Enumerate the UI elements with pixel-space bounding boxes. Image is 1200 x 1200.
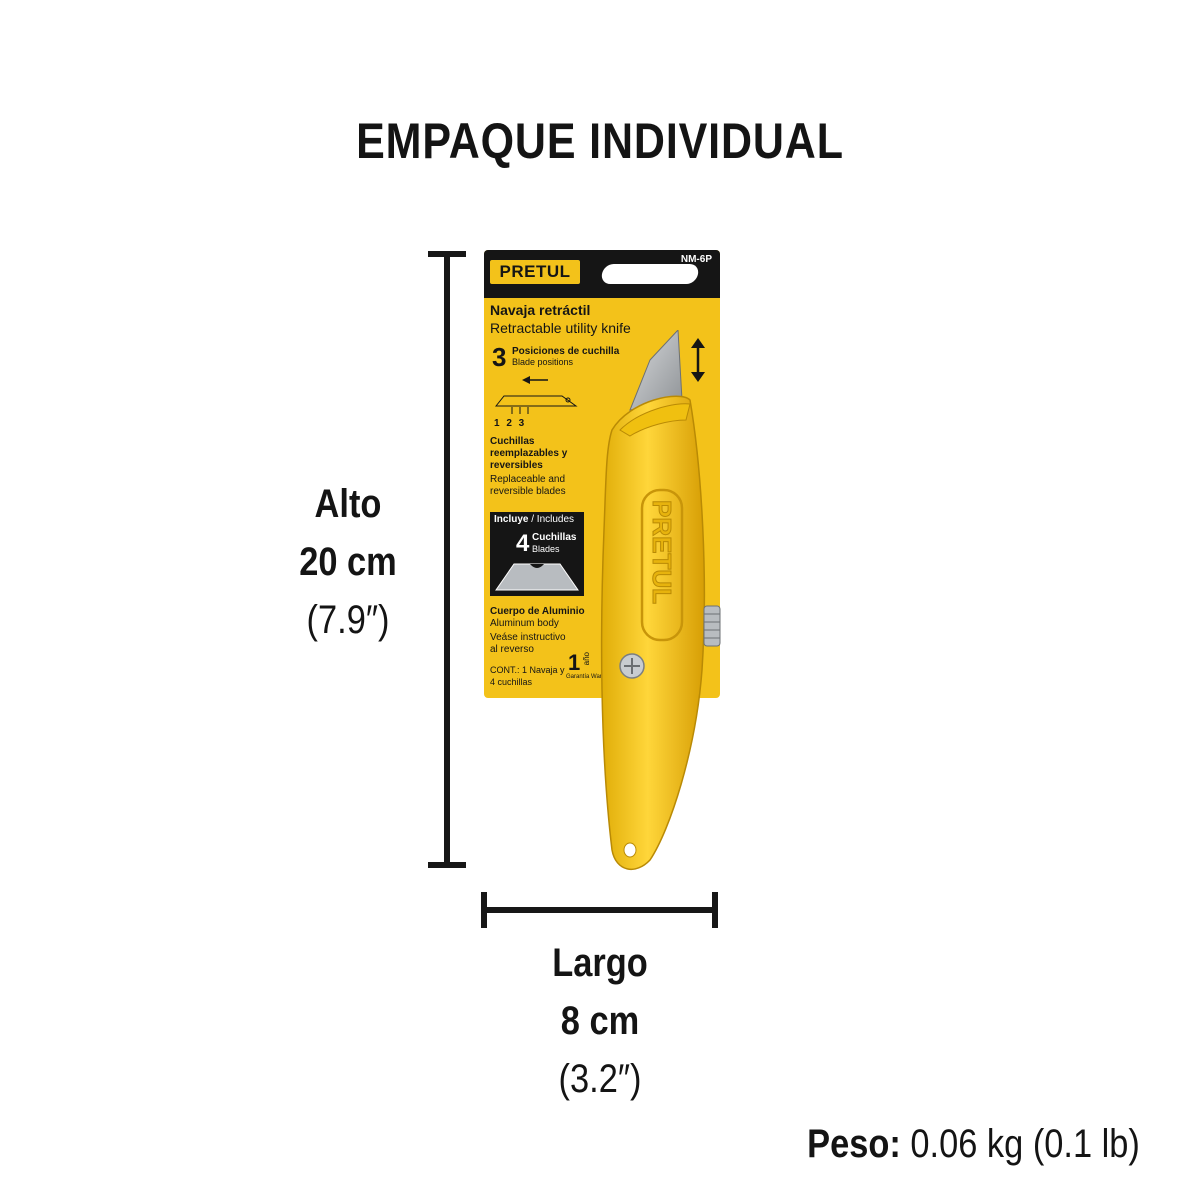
weight-value: 0.06 kg (0.1 lb) [910, 1122, 1140, 1166]
handle-logo-panel [640, 488, 684, 642]
blade-position-diagram [494, 376, 578, 414]
includes-label: Incluye / Includes [494, 514, 574, 525]
knife-image: PRETUL [600, 330, 721, 870]
length-label-block: Largo 8 cm (3.2″) [500, 934, 700, 1108]
body-label-es: Cuerpo de Aluminio [490, 606, 585, 617]
brand-name: PRETUL [499, 262, 571, 281]
blades-label-en: Blades [532, 544, 560, 554]
blade-slider [703, 605, 721, 647]
handle-logo: PRETUL [647, 500, 677, 604]
height-dimension-cap-top [428, 251, 466, 257]
positions-count: 3 [492, 342, 507, 372]
warranty-years: 1 [568, 650, 581, 675]
product-name-es: Navaja retráctil [490, 302, 591, 318]
height-imperial: (7.9″) [306, 598, 390, 642]
body-label-en: Aluminum body [490, 618, 559, 629]
warranty-label: Garantía Warranty [566, 674, 616, 680]
package-header: PRETUL NM-6P [484, 250, 720, 298]
length-dimension-cap-right [712, 892, 718, 928]
contents-note: CONT.: 1 Navaja y 4 cuchillas [490, 665, 565, 687]
length-label: Largo [552, 941, 648, 985]
blades-label-es: Cuchillas [532, 532, 577, 543]
instructions-note: Veáse instructivo al reverso [490, 632, 566, 655]
positions-label-en: Blade positions [512, 357, 574, 367]
weight-label: Peso: [807, 1122, 901, 1166]
position-numbers: 1 2 3 [494, 418, 527, 429]
length-dimension-cap-left [481, 892, 487, 928]
weight-info: Peso: 0.06 kg (0.1 lb) [807, 1118, 1140, 1170]
replaceable-label-es: Cuchillas reemplazables y reversibles [490, 436, 568, 471]
length-metric: 8 cm [560, 999, 640, 1043]
positions-label-es: Posiciones de cuchilla [512, 346, 620, 357]
product-name-en: Retractable utility knife [490, 320, 631, 336]
includes-label-en: / Includes [531, 514, 575, 525]
length-dimension-line [484, 907, 716, 913]
includes-box: Incluye / Includes 4 Cuchillas Blades [490, 512, 584, 596]
blade-icon [495, 563, 579, 591]
up-down-arrow-icon [691, 338, 705, 382]
model-number: NM-6P [680, 254, 712, 265]
height-dimension-cap-bottom [428, 862, 466, 868]
replaceable-label-en: Replaceable and reversible blades [490, 474, 566, 497]
knife-handle [600, 395, 706, 870]
includes-label-es: Incluye [494, 514, 529, 525]
page-title: EMPAQUE INDIVIDUAL [356, 113, 844, 169]
length-imperial: (3.2″) [558, 1057, 642, 1101]
brand-logo: PRETUL [490, 260, 580, 284]
blades-count: 4 [516, 530, 530, 557]
height-metric: 20 cm [299, 540, 397, 584]
height-label-block: Alto 20 cm (7.9″) [248, 475, 448, 649]
height-dimension-line [444, 254, 450, 866]
hang-hole [600, 264, 700, 284]
height-label: Alto [314, 482, 382, 526]
